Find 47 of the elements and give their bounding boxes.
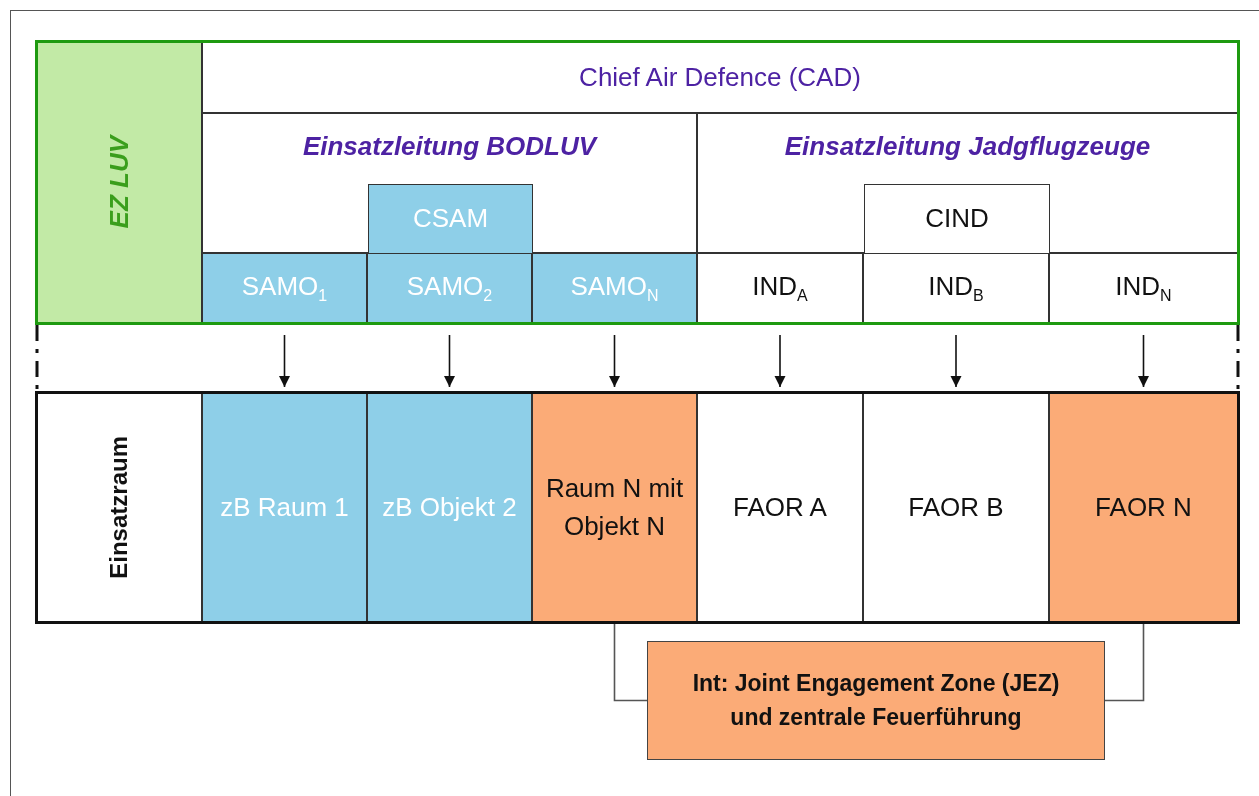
cell-label: CSAM (412, 202, 489, 236)
area-cell (202, 393, 367, 622)
cell-label: zB Raum 1 (220, 490, 349, 524)
cell-label: SAMO$_{2}$ (406, 270, 493, 307)
role-cell (1049, 253, 1238, 323)
arrow (774, 334, 786, 388)
role-cell (863, 253, 1049, 323)
cell-label: EZ LUV (102, 136, 135, 229)
cell-label: zB Objekt 2 (382, 490, 517, 524)
area-cell (863, 393, 1049, 622)
cell-label: SAMO$_{N}$ (570, 270, 659, 307)
role-cell (368, 184, 533, 254)
group-cell (202, 113, 697, 253)
header-cell (202, 42, 1238, 113)
cell-label: IND$_{B}$ (928, 270, 984, 307)
cell-label: FAOR N (1095, 490, 1192, 524)
cell-label: IND$_{N}$ (1115, 270, 1172, 307)
cell-label: IND$_{A}$ (752, 270, 808, 307)
side-band (37, 42, 202, 323)
area-cell (367, 393, 532, 622)
role-cell (697, 253, 863, 323)
cell-label: Einsatzleitung Jadgflugzeuge (784, 130, 1151, 163)
cell-label: Chief Air Defence (CAD) (579, 60, 861, 94)
role-cell (532, 253, 697, 323)
group-cell (697, 113, 1238, 253)
cell-label: Int: Joint Engagement Zone (JEZ) und zentrale Feuerführung (691, 669, 1061, 732)
note-box (647, 641, 1105, 760)
role-cell (367, 253, 532, 323)
area-cell (697, 393, 863, 622)
cell-label: FAOR A (733, 490, 827, 524)
cell-label: FAOR B (908, 490, 1004, 524)
role-cell (864, 184, 1050, 254)
arrow (443, 334, 456, 388)
cell-label: Raum N mit Objekt N (544, 471, 685, 543)
arrow (1137, 334, 1150, 388)
area-cell (1049, 393, 1238, 622)
connector-line (613, 623, 648, 702)
arrow (278, 334, 291, 388)
cell-label: Einsatzraum (104, 436, 134, 579)
cell-label: CIND (925, 202, 989, 236)
cell-label: SAMO$_{1}$ (241, 270, 328, 307)
area-cell (532, 393, 697, 622)
role-cell (202, 253, 367, 323)
connector-line (1104, 623, 1145, 702)
arrow (950, 334, 962, 388)
arrow (608, 334, 621, 388)
cell-label: Einsatzleitung BODLUV (302, 130, 597, 163)
